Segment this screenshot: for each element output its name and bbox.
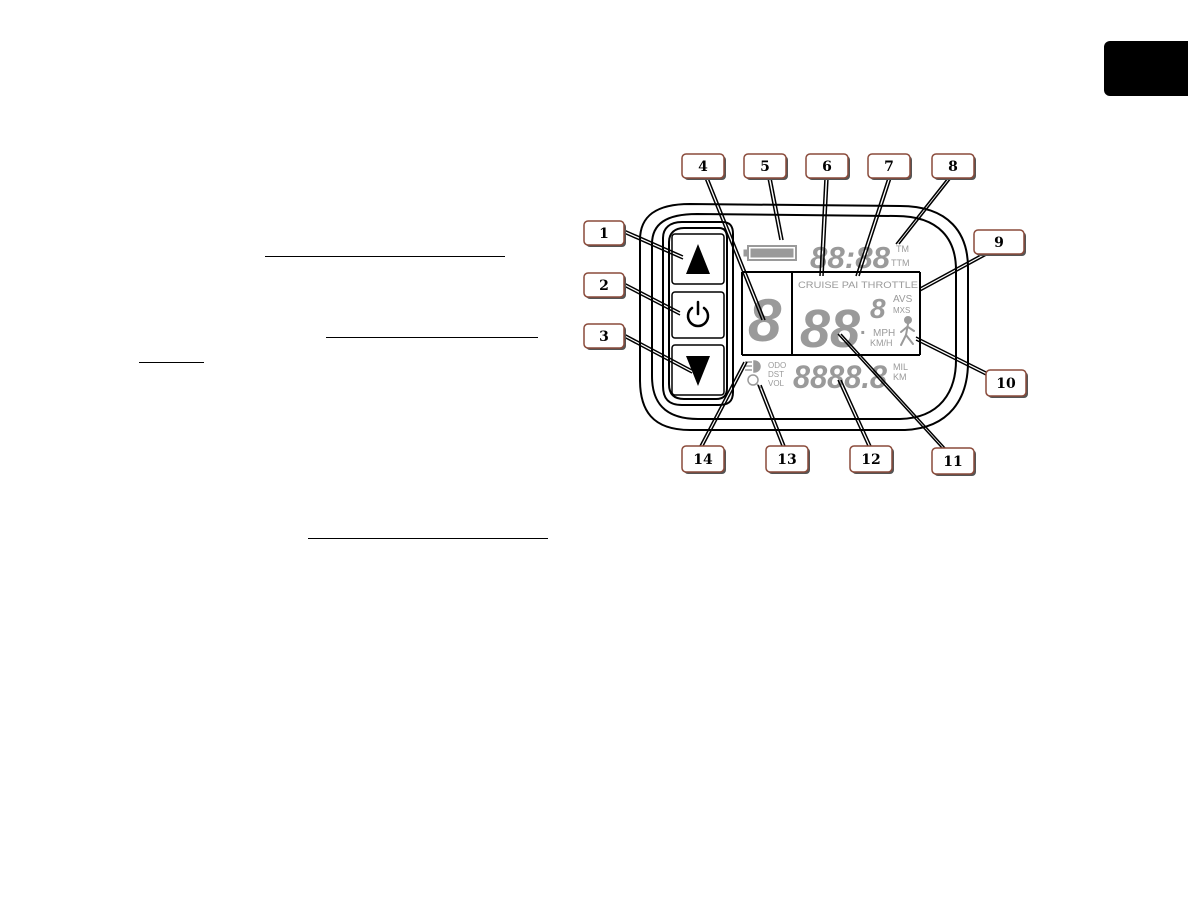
callout-10: 10 xyxy=(985,369,1028,398)
down-button[interactable] xyxy=(671,344,725,396)
callout-5: 5 xyxy=(743,153,788,180)
lcd-modes-text: CRUISE PAI THROTTLE xyxy=(798,280,918,290)
callout-box xyxy=(583,220,625,246)
callout-box xyxy=(931,447,975,475)
lcd-km-label: KM xyxy=(893,372,907,382)
lcd-kmh-label: KM/H xyxy=(870,338,893,348)
leader-lines xyxy=(623,177,991,449)
fill-in-blank-line-2 xyxy=(326,337,538,338)
callout-number: 6 xyxy=(822,159,832,175)
lcd-time-mode-ttm: TTM xyxy=(891,258,910,268)
corner-section-tab xyxy=(1104,41,1188,96)
lcd-time-mode-tm: TM xyxy=(896,244,909,254)
callout-box xyxy=(867,153,911,179)
triangle-up-icon xyxy=(686,244,710,274)
callout-box xyxy=(681,153,725,179)
callout-number: 3 xyxy=(599,329,609,345)
lcd-speed-digits: 88 xyxy=(800,299,860,359)
triangle-down-icon xyxy=(686,356,710,386)
callout-box xyxy=(931,153,975,179)
lcd-avs-label: AVS xyxy=(893,294,913,305)
callout-number: 8 xyxy=(948,159,958,175)
walk-assist-icon xyxy=(900,316,915,346)
fill-in-blank-line-4 xyxy=(308,538,548,539)
lcd-vol-label: VOL xyxy=(768,379,785,388)
callout-4: 4 xyxy=(681,153,726,180)
callout-2: 2 xyxy=(583,272,626,299)
callout-6: 6 xyxy=(805,153,850,180)
lcd-dst-label: DST xyxy=(768,370,784,379)
callout-number: 4 xyxy=(698,159,708,175)
lcd-mxs-label: MXS xyxy=(893,306,910,315)
button-panel-outer xyxy=(662,221,734,406)
callout-14: 14 xyxy=(681,445,726,474)
display-housing-inner xyxy=(651,212,957,420)
callout-box xyxy=(583,323,625,349)
fill-in-blank-line-1 xyxy=(265,256,505,257)
callout-number: 1 xyxy=(599,226,609,242)
callout-box xyxy=(973,229,1025,255)
lcd-mil-label: MIL xyxy=(893,362,908,372)
lcd-speed-small-digit: 8 xyxy=(870,293,886,324)
lcd-odo-label: ODO xyxy=(768,361,786,370)
callout-number: 11 xyxy=(943,454,962,470)
callout-box xyxy=(985,369,1027,397)
callout-box xyxy=(743,153,787,179)
lcd-odometer-digits: 8888.8 xyxy=(793,359,887,395)
power-icon xyxy=(686,300,710,328)
lcd-mph-label: MPH xyxy=(873,328,895,339)
battery-icon xyxy=(743,245,797,261)
up-button[interactable] xyxy=(671,233,725,285)
callout-11: 11 xyxy=(931,447,976,476)
callout-8: 8 xyxy=(931,153,976,180)
callout-number: 7 xyxy=(884,159,894,175)
callout-box xyxy=(765,445,809,473)
callout-9: 9 xyxy=(973,229,1026,256)
callout-number: 13 xyxy=(777,452,796,468)
callout-13: 13 xyxy=(765,445,810,474)
callout-box xyxy=(583,272,625,298)
callout-1: 1 xyxy=(583,220,626,247)
callout-number: 2 xyxy=(599,278,609,294)
callout-number: 10 xyxy=(996,376,1016,392)
callout-box xyxy=(681,445,725,473)
callout-number: 5 xyxy=(760,159,770,175)
callout-number: 12 xyxy=(861,452,880,468)
callout-box xyxy=(805,153,849,179)
lcd-speed-decimal-point: . xyxy=(860,317,866,339)
callout-7: 7 xyxy=(867,153,912,180)
power-button[interactable] xyxy=(671,291,725,339)
display-housing-outer xyxy=(639,202,969,431)
fill-in-blank-line-3 xyxy=(139,362,204,363)
callout-12: 12 xyxy=(849,445,894,474)
callout-number: 14 xyxy=(693,452,713,468)
callout-3: 3 xyxy=(583,323,626,350)
callout-number: 9 xyxy=(994,235,1004,251)
callout-box xyxy=(849,445,893,473)
